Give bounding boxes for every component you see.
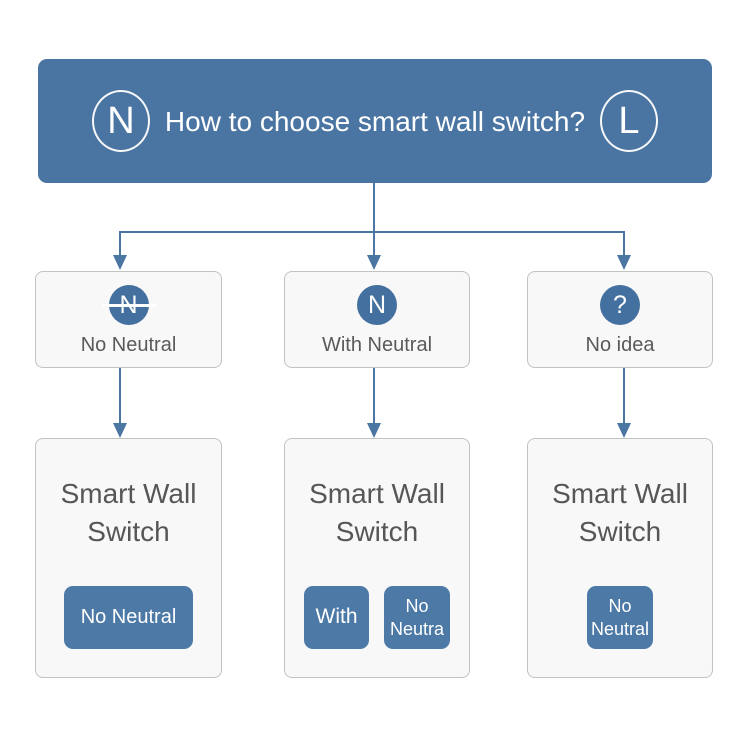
button-row: No Neutral [36,586,221,649]
diagram-title: How to choose smart wall switch? [164,105,586,137]
condition-node-no-idea: ? No idea [527,271,713,368]
product-title: Smart Wall Switch [309,478,445,547]
product-title: Smart Wall Switch [60,478,197,547]
button-row: No Neutral [528,586,712,649]
live-wire-circle-icon: L [600,90,658,152]
no-neutral-button[interactable]: No Neutral [587,586,653,649]
icon-letter: N [367,290,387,319]
no-neutral-button[interactable]: No Neutral [64,586,193,649]
question-mark-circle-icon: ? [600,285,640,325]
button-row: With No Neutra [285,586,469,649]
condition-label: No idea [585,334,655,356]
icon-letter: ? [613,290,627,319]
product-card-no-neutral: Smart Wall Switch No Neutral [35,438,222,678]
badge-letter-n: N [107,99,135,142]
condition-label: No Neutral [80,334,177,356]
condition-node-with-neutral: N With Neutral [284,271,470,368]
header-banner: N How to choose smart wall switch? L [38,59,712,183]
neutral-wire-circle-icon: N [92,90,150,152]
strikethrough-line [101,304,156,307]
condition-label: With Neutral [321,334,433,356]
neutral-n-circle-icon: N [357,285,397,325]
product-card-with-neutral: Smart Wall Switch With No Neutra [284,438,470,678]
no-neutra-button[interactable]: No Neutra [384,586,450,649]
with-button[interactable]: With [304,586,369,649]
condition-node-no-neutral: N No Neutral [35,271,222,368]
product-title: Smart Wall Switch [552,478,688,547]
badge-letter-l: L [618,99,640,142]
product-card-no-idea: Smart Wall Switch No Neutral [527,438,713,678]
no-neutral-crossed-n-icon: N [101,285,156,325]
